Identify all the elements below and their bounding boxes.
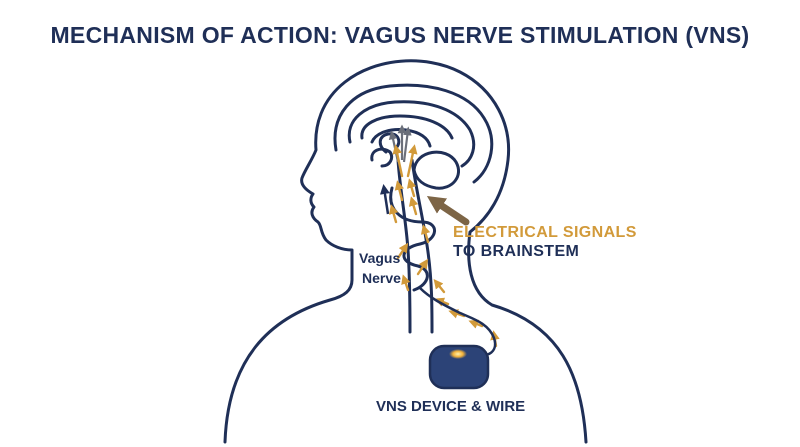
pulse-generator-icon <box>428 344 490 390</box>
vagus-label-line2: Nerve <box>362 270 401 286</box>
signals-arrow <box>426 195 470 226</box>
signals-label-line2: TO BRAINSTEM <box>453 243 580 260</box>
device-label: VNS DEVICE & WIRE <box>376 398 526 415</box>
vagus-label-line1: Vagus <box>359 250 401 266</box>
signal-arrows <box>388 144 500 348</box>
page-title: MECHANISM OF ACTION: VAGUS NERVE STIMULA… <box>50 22 750 48</box>
device-glow <box>449 349 467 359</box>
signals-label-line1: ELECTRICAL SIGNALS <box>453 224 637 241</box>
brain-outline-icon <box>333 83 494 184</box>
human-head-silhouette-icon <box>223 59 588 444</box>
vagus-nerve <box>389 186 436 292</box>
